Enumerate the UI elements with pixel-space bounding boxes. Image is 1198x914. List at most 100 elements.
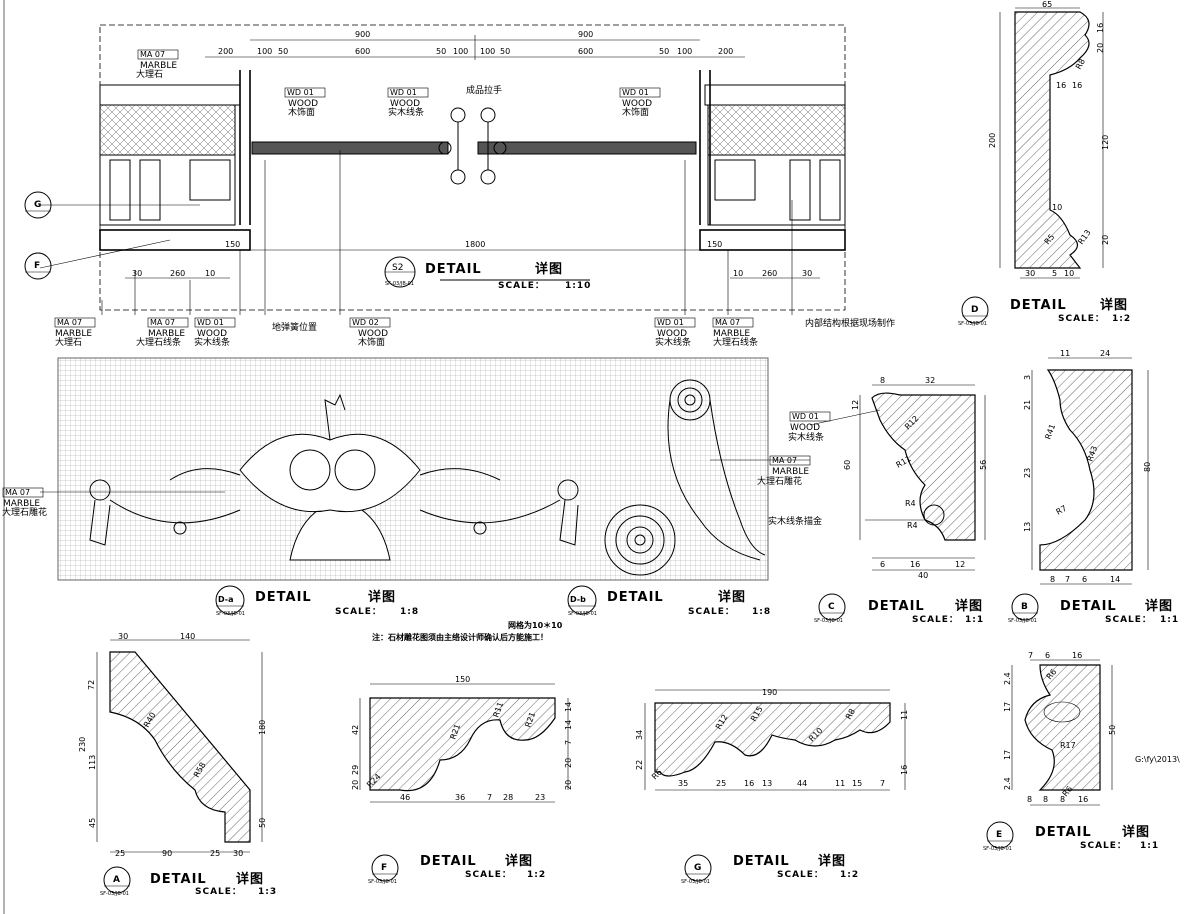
svg-text:DETAIL: DETAIL — [607, 590, 664, 605]
tag-dihuang: 地弹簧位置 — [272, 321, 317, 333]
tag-ma07: MA 07 — [150, 318, 175, 327]
svg-text:20: 20 — [351, 780, 360, 790]
svg-text:20: 20 — [564, 780, 573, 790]
svg-text:11: 11 — [900, 710, 909, 720]
svg-text:R17: R17 — [1060, 741, 1076, 750]
svg-text:SCALE：: SCALE： — [688, 607, 735, 617]
a-title-block: A SF-03/JB-01 DETAIL 详图 SCALE： 1:3 — [100, 866, 276, 897]
tag-wood: WOOD — [197, 329, 227, 339]
svg-text:R4: R4 — [905, 499, 916, 508]
svg-text:MARBLE: MARBLE — [772, 467, 809, 477]
svg-text:1:2: 1:2 — [840, 870, 859, 880]
s2-small-dim: 10 — [733, 269, 743, 278]
tag-wd01: WD 01 — [197, 318, 224, 327]
svg-text:34: 34 — [635, 730, 644, 740]
svg-text:SCALE：: SCALE： — [465, 870, 512, 880]
svg-text:50: 50 — [258, 818, 267, 828]
svg-text:28: 28 — [503, 793, 513, 802]
tag-dalishi-xian: 大理石线条 — [713, 336, 758, 348]
svg-text:1:2: 1:2 — [1112, 314, 1131, 324]
svg-text:5: 5 — [1052, 269, 1057, 278]
svg-text:网格为10＊10: 网格为10＊10 — [508, 620, 563, 630]
detail-f-section: 150 42 29 20 14 14 7 20 20 R21 R11 R24 R… — [351, 675, 573, 803]
svg-text:16: 16 — [744, 779, 754, 788]
svg-text:16: 16 — [910, 560, 920, 569]
svg-text:G: G — [34, 200, 41, 210]
svg-text:详图: 详图 — [718, 589, 746, 605]
svg-text:详图: 详图 — [505, 853, 533, 869]
svg-text:DETAIL: DETAIL — [150, 872, 207, 887]
svg-text:DETAIL: DETAIL — [733, 854, 790, 869]
svg-text:1:1: 1:1 — [1140, 841, 1159, 851]
svg-text:40: 40 — [918, 571, 928, 580]
s2-sub-dim: 200 — [718, 47, 733, 56]
tag-dalishi-xian: 大理石线条 — [136, 336, 181, 348]
s2-scale-word: SCALE： — [498, 281, 545, 291]
svg-text:D: D — [971, 305, 978, 315]
svg-text:90: 90 — [162, 849, 172, 858]
svg-text:DETAIL: DETAIL — [420, 854, 477, 869]
svg-text:SF-03/JB-01: SF-03/JB-01 — [983, 846, 1012, 852]
svg-text:SF-03/JB-01: SF-03/JB-01 — [958, 321, 987, 327]
s2-ref: SF-03/JB-01 — [385, 281, 414, 287]
svg-text:大理石雕花: 大理石雕花 — [757, 475, 802, 487]
svg-text:1:8: 1:8 — [752, 607, 771, 617]
s2-small-dim: 30 — [802, 269, 812, 278]
detail-c-section: 8 32 12 60 56 6 16 12 40 R4 R4 R11 R12 W… — [768, 376, 988, 580]
svg-text:注：石材雕花图须由主络设计师确认后方能施工！: 注：石材雕花图须由主络设计师确认后方能施工！ — [372, 632, 548, 642]
svg-text:150: 150 — [455, 675, 470, 684]
s2-sub-dim: 100 — [257, 47, 272, 56]
svg-text:SCALE：: SCALE： — [335, 607, 382, 617]
s2-bottom-dim: 150 — [707, 240, 722, 249]
s2-bottom-dim: 150 — [225, 240, 240, 249]
svg-text:32: 32 — [925, 376, 935, 385]
s2-sub-dim: 100 — [453, 47, 468, 56]
tag-shimu: 实木线条 — [194, 336, 230, 348]
svg-text:SCALE：: SCALE： — [1080, 841, 1127, 851]
svg-text:16: 16 — [900, 765, 909, 775]
svg-text:详图: 详图 — [1100, 297, 1128, 313]
svg-text:详图: 详图 — [236, 871, 264, 887]
b-title-block: B SF-03/JB-01 DETAIL 详图 SCALE： 1:1 — [1008, 593, 1178, 625]
svg-text:R41: R41 — [1043, 423, 1057, 441]
garland-ornament — [89, 393, 579, 561]
svg-text:D-b: D-b — [570, 595, 586, 604]
svg-text:21: 21 — [1023, 400, 1032, 410]
svg-text:29: 29 — [351, 765, 360, 775]
tag-wd01: WD 01 — [657, 318, 684, 327]
svg-text:R4: R4 — [907, 521, 918, 530]
s2-detail-word: DETAIL — [425, 262, 482, 277]
file-path: G:\fy\2013\ — [1135, 755, 1180, 764]
svg-text:200: 200 — [988, 133, 997, 148]
svg-text:SF-03/JB-01: SF-03/JB-01 — [368, 879, 397, 885]
svg-text:SCALE：: SCALE： — [1058, 314, 1105, 324]
svg-text:8: 8 — [1027, 795, 1032, 804]
tag-wd01: WD 01 — [287, 88, 314, 97]
svg-text:35: 35 — [678, 779, 688, 788]
svg-text:SF-03/JB-01: SF-03/JB-01 — [814, 618, 843, 624]
svg-text:7: 7 — [487, 793, 492, 802]
svg-text:D-a: D-a — [218, 595, 234, 604]
svg-text:DETAIL: DETAIL — [868, 599, 925, 614]
svg-text:36: 36 — [455, 793, 465, 802]
svg-text:25: 25 — [716, 779, 726, 788]
svg-text:17: 17 — [1003, 750, 1012, 760]
svg-text:10: 10 — [1064, 269, 1074, 278]
svg-text:120: 120 — [1101, 135, 1110, 150]
detail-e-section: 7 6 16 2.4 17 50 17 2.4 8 8 8 16 R6 R6 R… — [1003, 651, 1117, 806]
svg-text:R7: R7 — [1055, 504, 1069, 517]
svg-text:SCALE：: SCALE： — [777, 870, 824, 880]
svg-text:8: 8 — [1043, 795, 1048, 804]
svg-text:16: 16 — [1096, 23, 1105, 33]
svg-text:17: 17 — [1003, 702, 1012, 712]
e-title-block: E SF-03/JB-01 DETAIL 详图 SCALE： 1:1 — [983, 821, 1159, 852]
s2-title-block: S2 SF-03/JB-01 DETAIL 详图 SCALE： 1:10 — [384, 256, 590, 291]
svg-text:190: 190 — [762, 688, 777, 697]
s2-small-dim: 260 — [762, 269, 777, 278]
tag-mushimian: 木饰面 — [622, 106, 649, 118]
s2-top-dim-1: 900 — [355, 30, 370, 39]
svg-text:F: F — [34, 261, 40, 271]
s2-sub-dim: 50 — [659, 47, 669, 56]
svg-text:详图: 详图 — [368, 589, 396, 605]
